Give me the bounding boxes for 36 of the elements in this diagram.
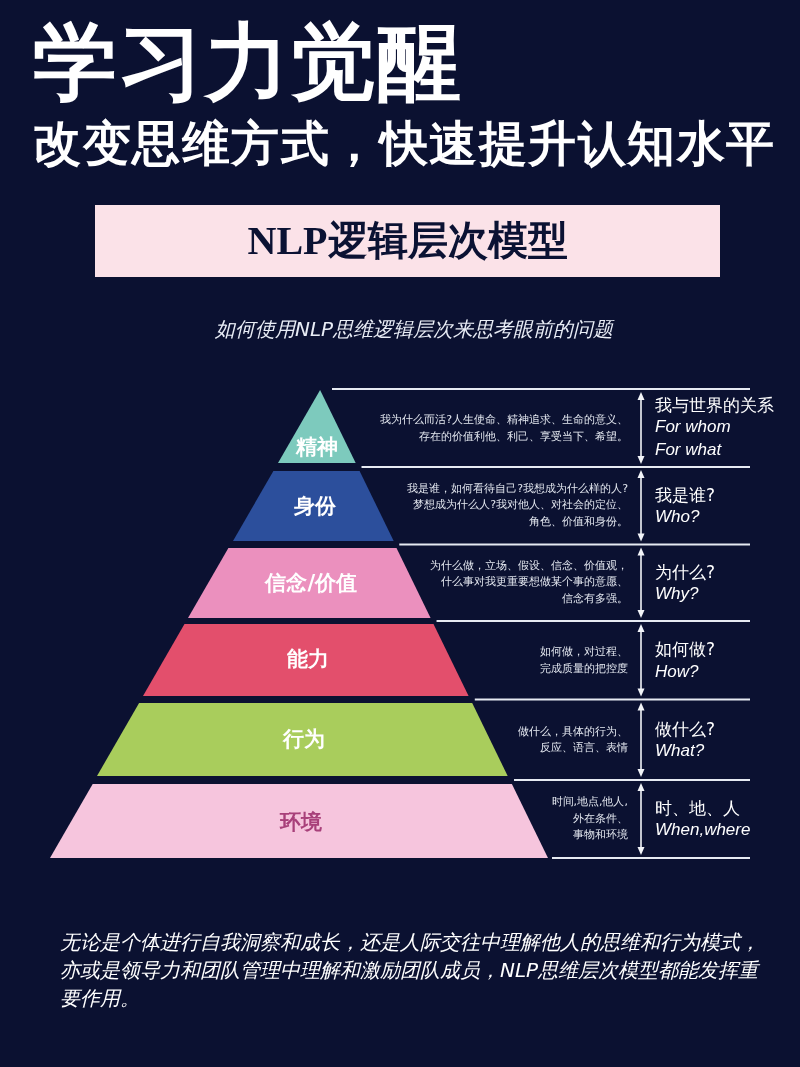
- layer-label: 行为: [283, 726, 326, 753]
- pyramid-layer: [143, 624, 470, 696]
- description-text: 时间,地点,他人,外在条件、事物和环境: [550, 794, 628, 844]
- layer-label: 环境: [279, 809, 322, 836]
- question-text: 我与世界的关系: [655, 394, 774, 417]
- pyramid-layer: [50, 784, 548, 858]
- question-text: For whom For what: [655, 416, 732, 462]
- question-text: 如何做?: [655, 637, 716, 661]
- layer-label: 身份: [293, 494, 336, 520]
- pyramid-layer: [97, 703, 509, 776]
- title-banner: [95, 205, 720, 277]
- banner-text: NLP逻辑层次模型: [247, 217, 568, 265]
- question-text: 为什么?: [655, 560, 716, 583]
- question-text: 做什么?: [655, 717, 716, 740]
- description-text: 做什么，具体的行为、反应、语言、表情: [517, 723, 628, 756]
- question-text: How?: [655, 660, 699, 683]
- subtitle-text: 改变思维方式，快速提升认知水平: [33, 116, 776, 172]
- description-text: 为什么做，立场、假设、信念、价值观，什么事对我更重要想做某个事的意愿、信念有多强。: [429, 558, 628, 607]
- subheading-text: 如何使用NLP思维逻辑层次来思考眼前的问题: [215, 316, 614, 342]
- paragraph-text: 无论是个体进行自我洞察和成长，还是人际交往中理解他人的思维和行为模式，亦或是领导力和团队管理中理解和激励团队成员，NLP思维层次模型都能发挥重要作用。: [60, 929, 761, 1012]
- layer-label: 精神: [296, 435, 339, 461]
- description-text: 如何做，对过程、完成质量的把控度: [539, 643, 628, 677]
- description-text: 我是谁，如何看待自己?我想成为什么样的人?梦想成为什么人?我对他人、对社会的定位、角色、价值和身份。: [406, 481, 628, 530]
- question-text: 我是谁?: [655, 483, 716, 506]
- question-text: What?: [655, 739, 705, 762]
- question-text: 时、地、人: [655, 796, 740, 819]
- question-text: Why?: [655, 582, 699, 605]
- pyramid-layer: [188, 548, 432, 618]
- title-text: 学习力觉醒: [33, 16, 463, 109]
- pyramid-layer: [232, 471, 394, 541]
- question-text: Who?: [655, 505, 700, 528]
- pyramid-layer: [277, 390, 356, 463]
- description-text: 我为什么而活?人生使命、精神追求、生命的意义、存在的价值利他、利己、享受当下、希望。: [379, 411, 628, 444]
- layer-label: 能力: [286, 647, 329, 673]
- question-text: When,where: [655, 819, 751, 841]
- layer-label: 信念/价值: [265, 571, 358, 597]
